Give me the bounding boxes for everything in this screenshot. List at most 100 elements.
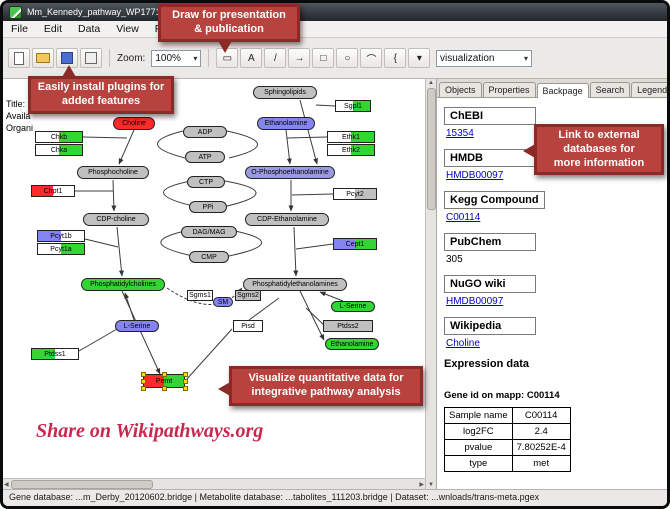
bp-value-kegg-compound[interactable]: C00114 <box>446 212 481 223</box>
line-tool[interactable]: / <box>264 48 287 68</box>
pathway-node-2-choline[interactable]: Choline <box>113 117 155 130</box>
pathway-node-17-cdp-ethanolamine[interactable]: CDP-Ethanolamine <box>245 213 329 226</box>
pathway-edge[interactable] <box>118 129 135 165</box>
export-button[interactable] <box>80 48 102 68</box>
pathway-node-14-pcyt2[interactable]: Pcyt2 <box>333 188 377 200</box>
save-button[interactable] <box>56 48 78 68</box>
pathway-node-24-phosphatidylethanolamines[interactable]: Phosphatidylethanolamines <box>243 278 347 291</box>
pathway-edge[interactable] <box>293 226 299 277</box>
bp-value-chebi[interactable]: 15354 <box>446 128 474 139</box>
selection-handle[interactable] <box>183 372 188 377</box>
pathway-node-7-ethk1[interactable]: Ethk1 <box>327 131 375 143</box>
pathway-node-4-ethanolamine[interactable]: Ethanolamine <box>257 117 315 130</box>
new-file-button[interactable] <box>8 48 30 68</box>
arrow-tool[interactable]: → <box>288 48 311 68</box>
label-tool[interactable]: A <box>240 48 263 68</box>
pathway-node-21-cept1[interactable]: Cept1 <box>333 238 377 250</box>
open-file-button[interactable] <box>32 48 54 68</box>
menu-data[interactable]: Data <box>78 23 101 35</box>
pathway-node-10-phosphocholine[interactable]: Phosphocholine <box>77 166 149 179</box>
pathway-node-22-cmp[interactable]: CMP <box>189 251 229 263</box>
bp-value-hmdb[interactable]: HMDB00097 <box>446 170 504 181</box>
pathway-edge[interactable] <box>224 180 257 207</box>
pathway-node-8-ethk2[interactable]: Ethk2 <box>327 144 375 156</box>
pathway-node-31-ethanolamine[interactable]: Ethanolamine <box>325 338 379 350</box>
pathway-edge[interactable] <box>84 238 119 248</box>
pathway-node-33-ptdss1[interactable]: Ptdss1 <box>31 348 79 360</box>
pathway-edge[interactable] <box>319 291 344 302</box>
tab-properties[interactable]: Properties <box>482 82 536 97</box>
pathway-edge[interactable] <box>315 104 336 107</box>
pathway-node-28-l-serine[interactable]: L-Serine <box>331 301 375 312</box>
menu-file[interactable]: File <box>11 23 28 35</box>
selection-handle[interactable] <box>141 386 146 391</box>
pathway-edge[interactable] <box>286 136 328 139</box>
pathway-node-34-pemt[interactable]: Pemt <box>141 372 188 391</box>
pathway-node-16-cdp-choline[interactable]: CDP-choline <box>83 213 149 226</box>
pathway-edge[interactable] <box>78 328 118 352</box>
zoom-combobox[interactable]: 100% ▾ <box>151 49 202 67</box>
scroll-down-icon[interactable]: ▼ <box>428 482 434 488</box>
selection-handle[interactable] <box>141 372 146 377</box>
scrollbar-thumb[interactable] <box>426 88 436 210</box>
tab-backpage[interactable]: Backpage <box>536 83 589 98</box>
rect-tool[interactable]: □ <box>312 48 335 68</box>
visualization-combobox[interactable]: visualization ▾ <box>436 49 532 67</box>
pathway-node-19-pcyt1b[interactable]: Pcyt1b <box>37 230 85 242</box>
pathway-edge[interactable] <box>157 130 186 159</box>
pathway-edge[interactable] <box>299 290 325 341</box>
pathway-node-0-sphingolipids[interactable]: Sphingolipids <box>253 86 317 99</box>
brace-tool[interactable]: { <box>384 48 407 68</box>
pathway-node-27-sgms2[interactable]: Sgms2 <box>235 290 261 301</box>
pathway-node-20-pcyt1a[interactable]: Pcyt1a <box>37 243 85 255</box>
menu-view[interactable]: View <box>116 23 139 35</box>
tab-objects[interactable]: Objects <box>439 82 482 97</box>
pathway-edge[interactable] <box>124 292 135 321</box>
pathway-edge[interactable] <box>295 243 334 250</box>
bp-value-nugo-wiki[interactable]: HMDB00097 <box>446 296 504 307</box>
pathway-edge[interactable] <box>121 290 161 375</box>
pathway-edge[interactable] <box>111 179 117 212</box>
bp-value-wikipedia[interactable]: Choline <box>446 338 480 349</box>
template-dropdown[interactable]: ▾ <box>408 48 431 68</box>
pathway-edge[interactable] <box>226 130 258 159</box>
scroll-right-icon[interactable]: ▶ <box>419 481 424 488</box>
pathway-node-13-chpt1[interactable]: Chpt1 <box>31 185 75 197</box>
pathway-node-6-chka[interactable]: Chka <box>35 144 83 156</box>
pathway-node-11-o-phosphoethanolamine[interactable]: O-Phosphoethanolamine <box>245 166 335 179</box>
menu-edit[interactable]: Edit <box>43 23 63 35</box>
scroll-left-icon[interactable]: ◀ <box>4 481 9 488</box>
pathway-node-9-atp[interactable]: ATP <box>185 151 225 163</box>
selection-handle[interactable] <box>162 386 167 391</box>
tab-legend[interactable]: Legend <box>631 82 667 97</box>
pathway-node-32-l-serine[interactable]: L-Serine <box>115 320 159 332</box>
pathway-node-18-dag-mag[interactable]: DAG/MAG <box>181 226 237 238</box>
pathway-edge[interactable] <box>299 99 319 165</box>
selection-handle[interactable] <box>183 386 188 391</box>
selection-handle[interactable] <box>162 372 167 377</box>
pathway-node-5-chkb[interactable]: Chkb <box>35 131 83 143</box>
pathway-node-23-phosphatidylcholines[interactable]: Phosphatidylcholines <box>81 278 165 291</box>
pathway-node-1-sgpl1[interactable]: Sgpl1 <box>335 100 371 112</box>
pathway-node-25-sgms1[interactable]: Sgms1 <box>187 290 213 301</box>
scroll-up-icon[interactable]: ▲ <box>428 80 434 86</box>
pathway-node-29-ptdss2[interactable]: Ptdss2 <box>323 320 373 332</box>
pathway-node-15-ppi[interactable]: PPi <box>189 201 227 213</box>
pathway-node-30-pisd[interactable]: Pisd <box>233 320 263 332</box>
title-bar[interactable]: Mm_Kennedy_pathway_WP1771_45176.gpml <box>3 3 667 21</box>
pathway-node-12-ctp[interactable]: CTP <box>187 176 225 188</box>
pathway-edge[interactable] <box>248 297 280 321</box>
horizontal-scrollbar[interactable]: ◀ ▶ <box>3 478 425 489</box>
pathway-edge[interactable] <box>291 193 334 196</box>
pathway-edge[interactable] <box>185 328 233 381</box>
pathway-edge[interactable] <box>82 136 128 139</box>
selection-handle[interactable] <box>183 379 188 384</box>
pathway-node-26-sm[interactable]: SM <box>213 297 233 307</box>
scrollbar-thumb[interactable] <box>10 479 153 489</box>
oval-tool[interactable]: ○ <box>336 48 359 68</box>
tab-search[interactable]: Search <box>589 82 631 97</box>
vertical-scrollbar[interactable]: ▲ ▼ <box>425 79 436 489</box>
pathway-edge[interactable] <box>116 226 124 277</box>
pathway-edge[interactable] <box>285 129 292 165</box>
